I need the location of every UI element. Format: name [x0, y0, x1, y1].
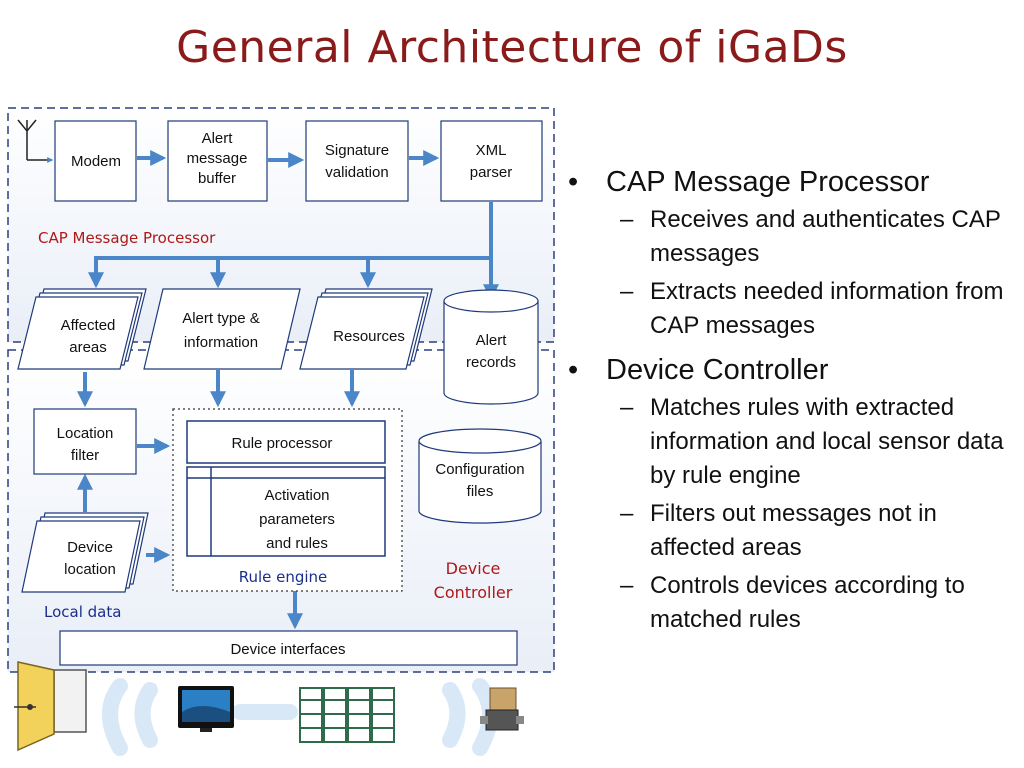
configuration-files-node: [418, 428, 542, 524]
tv-icon: [178, 686, 234, 732]
rule-processor-box: [186, 420, 386, 464]
local-data-label: Local data: [44, 603, 121, 621]
resources-node: [299, 288, 433, 370]
gas-valve-icon: [480, 687, 524, 731]
device-location-node: [21, 512, 149, 593]
slide-title: General Architecture of iGaDs: [176, 22, 848, 73]
bullet-device-controller: Device Controller: [566, 353, 1022, 387]
signature-validation-box: [305, 120, 409, 202]
sub-bullet: Controls devices according to matched ru…: [566, 569, 1022, 637]
alert-type-label: Alert type &information: [182, 310, 260, 351]
activation-table: [186, 466, 386, 557]
sub-bullet: Filters out messages not in affected are…: [566, 497, 1022, 565]
device-interfaces-box: [59, 630, 518, 666]
rule-engine-label: Rule engine: [239, 568, 328, 586]
alert-buffer-box: [167, 120, 268, 202]
alert-records-node: [443, 289, 539, 405]
sub-bullet: Extracts needed information from CAP mes…: [566, 275, 1022, 343]
resources-label: Resources: [333, 328, 405, 345]
window-blinds-icon: [299, 687, 395, 743]
sub-bullet: Receives and authenticates CAP messages: [566, 203, 1022, 271]
sub-bullet: Matches rules with extracted information…: [566, 391, 1022, 493]
cap-section-label: CAP Message Processor: [38, 229, 216, 247]
bullet-cap-processor: CAP Message Processor: [566, 165, 1022, 199]
affected-areas-node: [17, 288, 147, 370]
door-icon: [14, 661, 87, 752]
rule-processor-label: Rule processor: [232, 435, 333, 452]
wireless-signal-icon: [17, 119, 46, 161]
alert-type-node: [143, 288, 301, 370]
device-interfaces-label: Device interfaces: [230, 641, 345, 658]
xml-parser-box: [440, 120, 543, 202]
modem-box: [54, 120, 137, 202]
modem-label: Modem: [71, 153, 121, 170]
location-filter-box: [33, 408, 137, 475]
bullet-list: CAP Message Processor Receives and authe…: [566, 165, 1022, 637]
